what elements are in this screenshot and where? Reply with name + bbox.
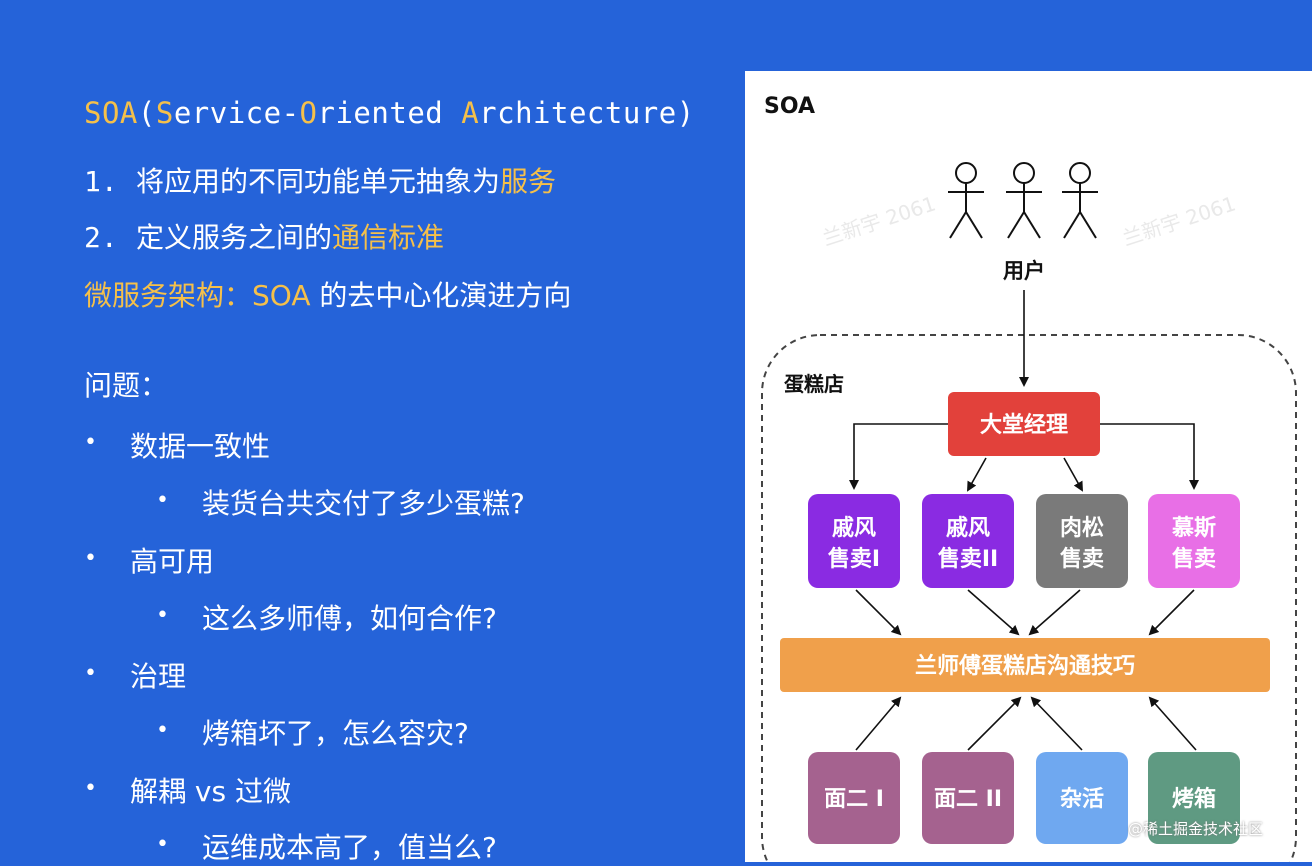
point-1: 1. 将应用的不同功能单元抽象为服务: [84, 160, 556, 200]
point-2: 2. 定义服务之间的通信标准: [84, 216, 444, 256]
bullet-icon: •: [84, 430, 97, 455]
microservice-label: 微服务架构：SOA: [84, 279, 311, 312]
title-part: SOA: [84, 96, 138, 130]
problem-subitem: 这么多师傅，如何合作?: [202, 602, 497, 635]
point-emphasis: 服务: [500, 165, 557, 198]
worker-label: 面二 II: [934, 787, 1002, 812]
bullet-icon: •: [84, 776, 97, 801]
point-text: 将应用的不同功能单元抽象为: [136, 165, 501, 198]
service-box: [922, 494, 1014, 588]
worker-box: [1148, 752, 1240, 844]
service-label: 慕斯: [1171, 515, 1216, 541]
worker-label: 杂活: [1060, 787, 1104, 812]
bullet-icon: •: [156, 832, 169, 857]
point-number: 2.: [84, 221, 118, 254]
title-part: ervice-: [173, 96, 300, 130]
service-label: 售卖I: [828, 546, 880, 572]
bus-label: 兰师傅蛋糕店沟通技巧: [915, 653, 1135, 679]
diagram-panel: [745, 71, 1312, 862]
worker-box: [1036, 752, 1128, 844]
manager-box: [948, 392, 1100, 456]
title-part: riented: [317, 96, 462, 130]
diagram-label: SOA: [764, 94, 815, 119]
bullet-icon: •: [156, 603, 169, 628]
bullet-icon: •: [156, 488, 169, 513]
title-part: A: [461, 96, 480, 130]
footer-watermark: @稀土掘金技术社区: [1128, 820, 1264, 838]
service-label: 肉松: [1060, 516, 1104, 541]
service-label: 戚风: [832, 515, 876, 541]
problem-subitem: 装货台共交付了多少蛋糕?: [202, 487, 525, 520]
problem-item: 高可用: [130, 545, 215, 578]
manager-label: 大堂经理: [980, 412, 1068, 438]
diagram-arrows: [849, 290, 1199, 751]
problem-item: 解耦 vs 过微: [130, 775, 291, 808]
service-label: 售卖: [1060, 546, 1104, 572]
service-box: [1036, 494, 1128, 588]
shop-boundary: [761, 334, 1297, 862]
title-part: O: [299, 96, 318, 130]
service-label: 售卖II: [938, 546, 998, 572]
worker-box: [808, 752, 900, 844]
service-label: 戚风: [946, 515, 990, 541]
microservice-text: 的去中心化演进方向: [310, 279, 572, 312]
text-panel: SOA(Service-Oriented Architecture) 1. 将应用…: [84, 96, 695, 864]
point-emphasis: 通信标准: [332, 221, 445, 254]
shop-label: 蛋糕店: [784, 372, 844, 396]
problem-item: 治理: [130, 660, 187, 693]
worker-box: [922, 752, 1014, 844]
bullet-icon: •: [84, 661, 97, 686]
title-part: S: [155, 96, 174, 130]
service-label: 售卖: [1172, 546, 1216, 572]
service-box: [808, 494, 900, 588]
user-figure-icon: [1006, 162, 1042, 239]
problem-item: 数据一致性: [130, 430, 271, 463]
user-figure-icon: [948, 162, 984, 239]
service-box: [1148, 494, 1240, 588]
problems-heading: 问题：: [84, 369, 169, 402]
soa-title: SOA(Service-Oriented Architecture): [84, 96, 695, 130]
title-part: rchitecture): [479, 96, 695, 130]
point-number: 1.: [84, 165, 118, 198]
bullet-icon: •: [84, 546, 97, 571]
problem-subitem: 烤箱坏了，怎么容灾?: [202, 717, 469, 750]
user-figure-icon: [1062, 162, 1098, 239]
microservice-line: 微服务架构：SOA 的去中心化演进方向: [84, 274, 571, 314]
point-text: 定义服务之间的: [136, 221, 333, 254]
bullet-icon: •: [156, 718, 169, 743]
worker-label: 面二 I: [824, 787, 884, 812]
communication-bus: [780, 638, 1270, 692]
users-label: 用户: [1003, 259, 1045, 283]
title-part: (: [137, 96, 156, 130]
worker-label: 烤箱: [1172, 786, 1216, 812]
problem-subitem: 运维成本高了，值当么?: [202, 831, 497, 864]
